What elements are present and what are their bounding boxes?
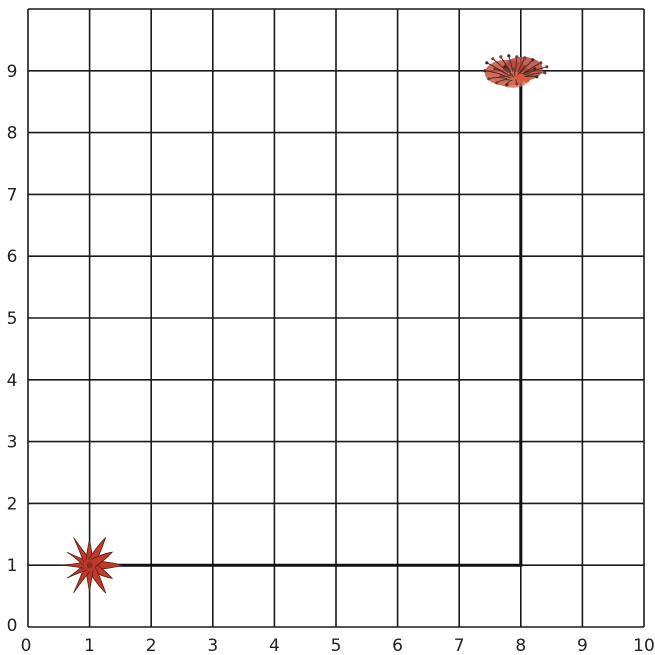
- x-tick-label: 4: [269, 636, 280, 655]
- y-tick-label: 9: [7, 62, 18, 82]
- x-tick-label: 1: [84, 636, 95, 655]
- y-tick-label: 8: [7, 124, 18, 144]
- y-tick-label: 5: [7, 309, 18, 329]
- starfish-icon: [58, 537, 122, 592]
- x-tick-label: 6: [392, 636, 403, 655]
- y-tick-label: 0: [7, 616, 18, 636]
- y-tick-label: 1: [7, 556, 18, 576]
- x-tick-label: 2: [146, 636, 157, 655]
- x-tick-label: 10: [633, 636, 655, 655]
- x-tick-label: 8: [515, 636, 526, 655]
- y-axis-labels: 0 1 2 3 4 5 6 7 8 9: [7, 62, 18, 636]
- coral-icon: [483, 54, 548, 88]
- x-axis-labels: 0 1 2 3 4 5 6 7 8 9 10: [21, 636, 655, 655]
- x-tick-label: 9: [577, 636, 588, 655]
- x-tick-label: 7: [454, 636, 465, 655]
- y-tick-label: 6: [7, 247, 18, 267]
- y-tick-label: 4: [7, 371, 18, 391]
- y-tick-label: 7: [7, 185, 18, 205]
- x-tick-label: 5: [331, 636, 342, 655]
- y-tick-label: 3: [7, 433, 18, 453]
- y-tick-label: 2: [7, 494, 18, 514]
- grid-lines: [28, 9, 644, 627]
- x-tick-label: 3: [207, 636, 218, 655]
- x-tick-label: 0: [21, 636, 32, 655]
